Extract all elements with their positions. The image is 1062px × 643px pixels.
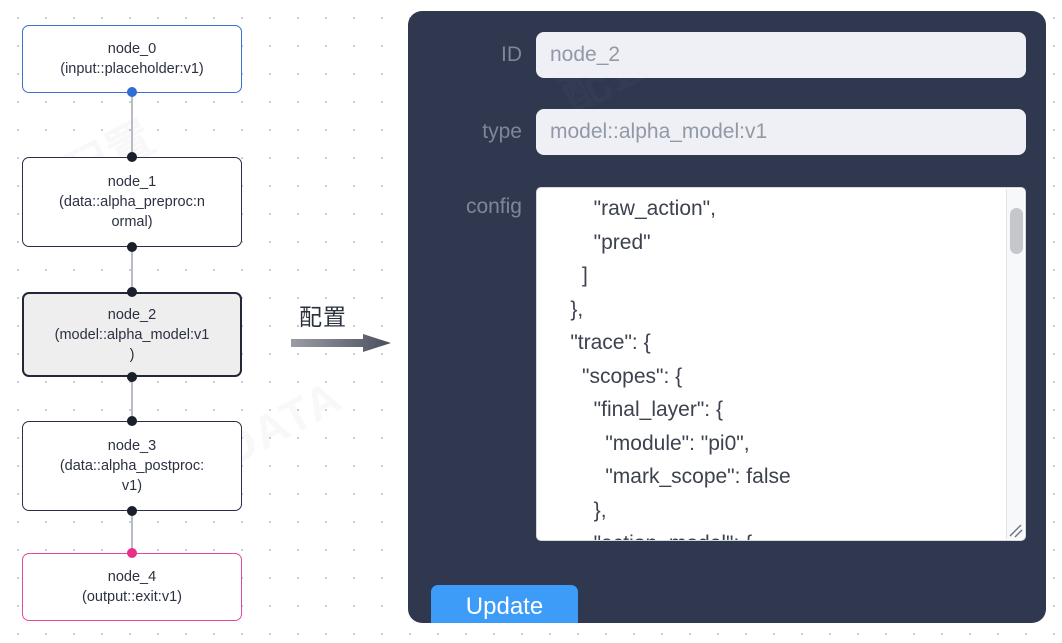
field-row-id: ID (418, 32, 1038, 78)
id-input[interactable] (536, 32, 1026, 78)
node-subtitle: (data::alpha_postproc: (59, 458, 205, 474)
graph-node-node_3[interactable]: node_3 (data::alpha_postproc: v1) (22, 421, 242, 511)
node-title: node_4 (107, 569, 157, 585)
node-handle-target-node_4[interactable] (127, 548, 137, 558)
graph-node-node_0[interactable]: node_0 (input::placeholder:v1) (22, 25, 242, 93)
node-title: node_0 (107, 41, 157, 57)
config-textarea[interactable]: "raw_action", "pred" ] }, "trace": { "sc… (536, 187, 1026, 541)
config-scrollbar-thumb[interactable] (1010, 208, 1023, 254)
node-subtitle: (data::alpha_preproc:n (59, 194, 205, 210)
config-scrollbar[interactable] (1006, 189, 1024, 539)
transition-label: 配置 (299, 305, 347, 331)
node-subtitle: (output::exit:v1) (82, 589, 182, 605)
field-row-config: config "raw_action", "pred" ] }, "trace"… (418, 187, 1038, 541)
node-handle-target-node_2[interactable] (127, 287, 137, 297)
node-title: node_3 (107, 438, 157, 454)
right-arrow-icon (291, 334, 391, 352)
node-config-panel: 配置 SOSDATA ID type config "raw_action", … (408, 11, 1046, 623)
transition-group: 配置 (291, 298, 395, 360)
node-title: node_2 (107, 306, 157, 323)
graph-node-node_2[interactable]: node_2 (model::alpha_model:v1 ) (22, 292, 242, 377)
node-handle-target-node_3[interactable] (127, 416, 137, 426)
node-handle-source-node_0[interactable] (127, 87, 137, 97)
node-subtitle-cont: ormal) (111, 214, 153, 230)
edge-node0-node1 (131, 91, 133, 157)
type-label: type (482, 120, 522, 143)
graph-node-node_1[interactable]: node_1 (data::alpha_preproc:n ormal) (22, 157, 242, 247)
update-button[interactable]: Update (431, 585, 578, 623)
field-row-type: type (418, 109, 1038, 155)
graph-node-node_4[interactable]: node_4 (output::exit:v1) (22, 553, 242, 621)
node-subtitle-cont: v1) (121, 478, 143, 494)
resize-handle-icon[interactable] (1006, 521, 1024, 539)
node-handle-source-node_3[interactable] (127, 506, 137, 516)
node-handle-source-node_2[interactable] (127, 372, 137, 382)
type-input[interactable] (536, 109, 1026, 155)
node-title: node_1 (107, 174, 157, 190)
node-subtitle: (input::placeholder:v1) (60, 61, 204, 77)
edge-node1-node2 (131, 247, 133, 292)
config-textarea-wrapper: "raw_action", "pred" ] }, "trace": { "sc… (536, 187, 1026, 541)
config-label: config (465, 195, 522, 218)
node-handle-target-node_1[interactable] (127, 152, 137, 162)
edge-node2-node3 (131, 377, 133, 421)
node-subtitle: (model::alpha_model:v1 (54, 326, 210, 343)
node-subtitle-cont: ) (129, 346, 135, 363)
id-label: ID (501, 43, 522, 66)
edge-node3-node4 (131, 511, 133, 553)
node-handle-source-node_1[interactable] (127, 242, 137, 252)
